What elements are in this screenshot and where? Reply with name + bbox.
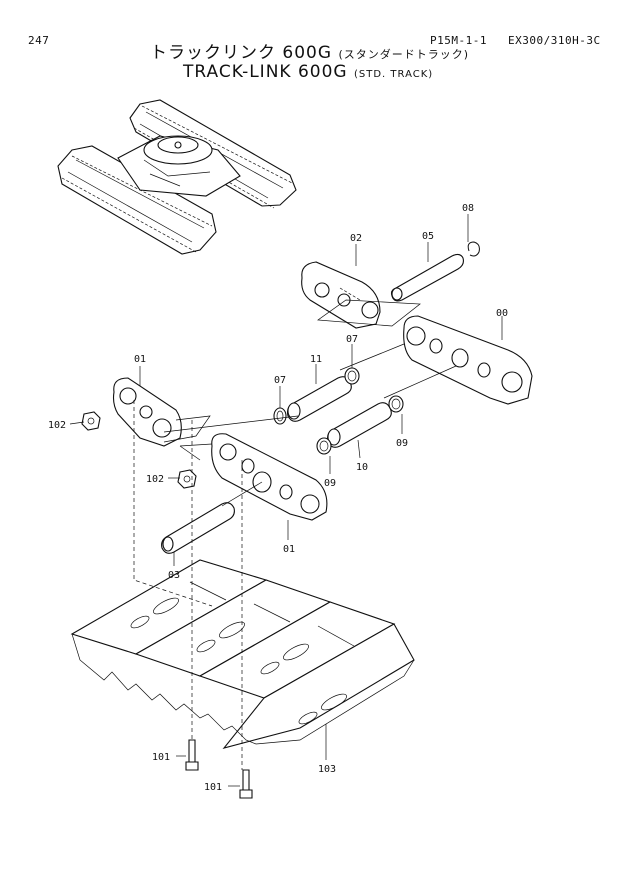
page-code: P15M-1-1 <box>430 34 487 47</box>
callout-09-right: 09 <box>396 438 408 449</box>
part-08-snap-ring <box>467 241 480 257</box>
title-english: TRACK-LINK 600G (STD. TRACK) <box>183 62 433 82</box>
part-07-seal-a <box>273 407 287 425</box>
undercarriage-illustration <box>57 99 297 255</box>
title-jp-main: トラックリンク 600G <box>150 43 333 63</box>
callout-01-top: 01 <box>134 354 146 365</box>
part-103-track-shoes <box>70 559 415 749</box>
part-00-master-link <box>403 315 533 405</box>
callout-11: 11 <box>310 354 322 365</box>
title-en-main: TRACK-LINK 600G <box>183 62 348 82</box>
part-101-bolt-b <box>239 769 253 799</box>
callout-102-left: 102 <box>48 420 66 431</box>
title-en-sub: (STD. TRACK) <box>354 69 434 80</box>
callout-10: 10 <box>356 462 368 473</box>
part-102-nut-a <box>81 411 101 431</box>
callout-03: 03 <box>168 570 180 581</box>
callout-101-top: 101 <box>152 752 170 763</box>
part-101-bolt-a <box>185 739 199 771</box>
callout-102-center: 102 <box>146 474 164 485</box>
title-japanese: トラックリンク 600G (スタンダードトラック) <box>150 38 469 63</box>
callout-02: 02 <box>350 233 362 244</box>
callout-00: 00 <box>496 308 508 319</box>
part-10-bushing <box>326 402 392 448</box>
callout-101-bottom: 101 <box>204 782 222 793</box>
model-number: EX300/310H-3C <box>508 34 601 47</box>
part-07-seal-b <box>344 367 360 385</box>
part-09-seal-a <box>316 437 332 455</box>
part-02-track-link-half <box>301 261 381 329</box>
part-05-master-pin <box>390 253 464 302</box>
part-01-track-link-left <box>112 377 211 447</box>
callout-01-bottom: 01 <box>283 544 295 555</box>
part-102-nut-b <box>177 469 197 489</box>
part-03-track-pin <box>161 502 235 554</box>
part-01-track-link-center <box>179 433 328 521</box>
assembly-guide-lines <box>133 343 457 770</box>
callout-08: 08 <box>462 203 474 214</box>
part-11-bushing <box>286 376 352 422</box>
callout-05: 05 <box>422 231 434 242</box>
part-09-seal-b <box>388 395 404 413</box>
callout-09-left: 09 <box>324 478 336 489</box>
page-number: 247 <box>28 34 50 47</box>
leader-lines <box>69 214 503 787</box>
callout-103: 103 <box>318 764 336 775</box>
title-jp-sub: (スタンダードトラック) <box>338 48 470 61</box>
part-02-shoe-outline <box>317 299 421 327</box>
callout-07-left: 07 <box>274 375 286 386</box>
callout-07-right: 07 <box>346 334 358 345</box>
